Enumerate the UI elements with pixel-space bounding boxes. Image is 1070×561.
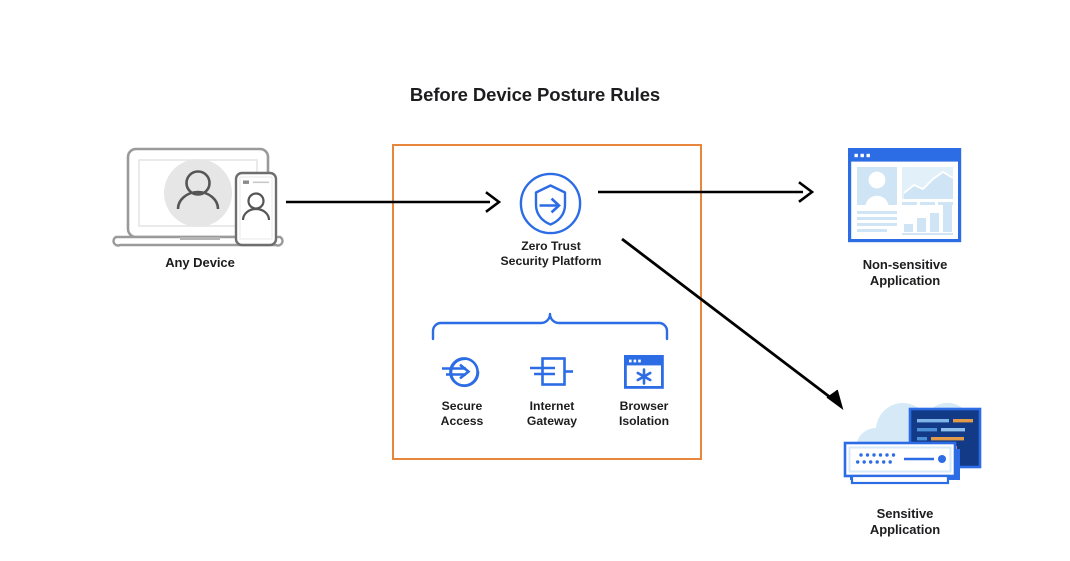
arrow-into-circle-icon: [438, 352, 486, 392]
sensitive-application-label-line1: Sensitive: [876, 506, 934, 521]
non-sensitive-application-label: Non-sensitive Application: [820, 257, 990, 288]
browser-asterisk-icon: [623, 354, 664, 389]
service-label-browser-isolation-line2: Isolation: [618, 413, 670, 428]
service-label-internet-gateway-line1: Internet: [529, 399, 575, 413]
zero-trust-platform-label-line1: Zero Trust: [521, 239, 581, 253]
service-label-internet-gateway: Internet Gateway: [502, 399, 602, 428]
browser-dashboard-icon: [848, 148, 962, 243]
services-brace: [428, 312, 672, 341]
security-perimeter-box: [392, 144, 702, 460]
laptop-phone-user-icon: [108, 143, 293, 253]
sensitive-application-label-line2: Application: [869, 521, 941, 537]
gateway-square-icon: [528, 353, 576, 391]
cloud-server-icon: [836, 394, 988, 490]
non-sensitive-application-label-line1: Non-sensitive: [862, 257, 948, 272]
sensitive-application-label: Sensitive Application: [820, 506, 990, 537]
service-label-browser-isolation: Browser Isolation: [594, 399, 694, 428]
arrow-device-to-platform: [286, 180, 511, 213]
page-title: Before Device Posture Rules: [409, 84, 661, 105]
service-label-secure-access-line1: Secure: [441, 399, 483, 413]
arrow-platform-to-non-sensitive: [598, 180, 823, 206]
arrow-platform-to-sensitive: [610, 228, 860, 423]
service-label-secure-access: Secure Access: [412, 399, 512, 428]
zero-trust-platform-label-line2: Security Platform: [500, 253, 602, 268]
service-label-browser-isolation-line1: Browser: [619, 399, 669, 413]
service-label-secure-access-line2: Access: [440, 413, 484, 428]
non-sensitive-application-label-line2: Application: [869, 272, 941, 288]
zero-trust-platform-label: Zero Trust Security Platform: [461, 239, 641, 268]
service-label-internet-gateway-line2: Gateway: [526, 413, 578, 428]
any-device-label: Any Device: [165, 255, 235, 270]
shield-arrow-icon: [519, 172, 582, 235]
